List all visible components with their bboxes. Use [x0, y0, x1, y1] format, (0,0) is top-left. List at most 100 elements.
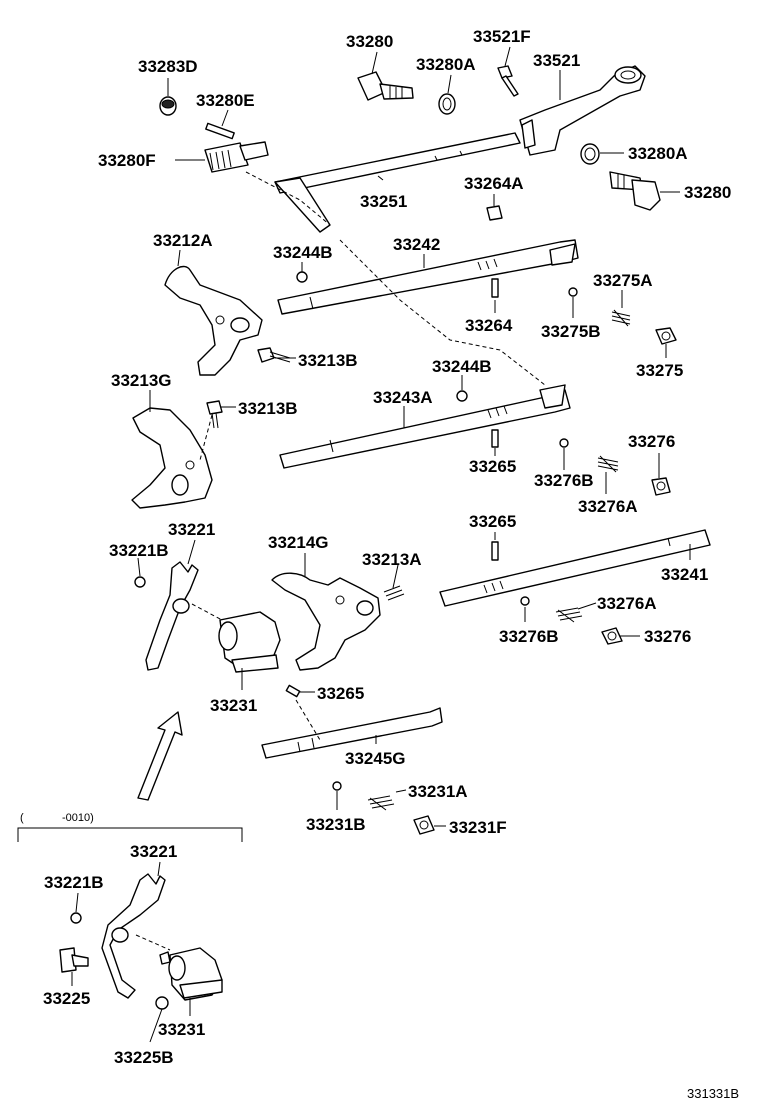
clip-33244B-top[interactable] — [296, 271, 308, 283]
label-33275B[interactable]: 33275B — [541, 322, 601, 341]
spring-33276A-low[interactable] — [555, 607, 583, 623]
clip-33221B[interactable] — [134, 576, 146, 588]
label-33213B-a[interactable]: 33213B — [298, 351, 358, 370]
label-33280F[interactable]: 33280F — [98, 151, 156, 170]
label-33251[interactable]: 33251 — [360, 192, 407, 211]
label-33221[interactable]: 33221 — [168, 520, 215, 539]
label-33264[interactable]: 33264 — [465, 316, 513, 335]
plug-33283D[interactable] — [159, 96, 177, 116]
shift-fork-shaft-33242[interactable] — [277, 239, 579, 315]
clip-33244B-mid[interactable] — [456, 390, 468, 402]
shift-fork-shaft-33245G[interactable] — [261, 707, 443, 759]
shift-fork-shaft-33241[interactable] — [439, 529, 711, 607]
washer-33280A-top[interactable] — [438, 93, 456, 115]
label-alt-33225[interactable]: 33225 — [43, 989, 90, 1008]
label-33265-c[interactable]: 33265 — [317, 684, 364, 703]
pin-33280E[interactable] — [205, 122, 235, 140]
label-33243A[interactable]: 33243A — [373, 388, 433, 407]
label-33214G[interactable]: 33214G — [268, 533, 329, 552]
shift-block-33231[interactable] — [218, 611, 281, 673]
alt-clip-33221B[interactable] — [70, 912, 82, 924]
label-alt-33221B[interactable]: 33221B — [44, 873, 104, 892]
label-33264A[interactable]: 33264A — [464, 174, 524, 193]
label-33213A[interactable]: 33213A — [362, 550, 422, 569]
plug-33276-low[interactable] — [601, 627, 623, 645]
washer-33280A-right[interactable] — [580, 143, 600, 165]
label-33212A[interactable]: 33212A — [153, 231, 213, 250]
spring-33275A[interactable] — [611, 309, 631, 327]
assembly-guide-lines — [135, 171, 546, 951]
label-alt-33225B[interactable]: 33225B — [114, 1048, 174, 1067]
shift-fork-33212A[interactable] — [164, 265, 263, 376]
label-33276B-low[interactable]: 33276B — [499, 627, 559, 646]
label-33231B[interactable]: 33231B — [306, 815, 366, 834]
shift-lever-33221[interactable] — [145, 561, 199, 671]
label-33213G[interactable]: 33213G — [111, 371, 172, 390]
label-33280A-right[interactable]: 33280A — [628, 144, 688, 163]
label-33231F[interactable]: 33231F — [449, 818, 507, 837]
pin-33264[interactable] — [491, 278, 499, 298]
ball-33231B[interactable] — [332, 781, 342, 791]
plug-33276-top[interactable] — [651, 477, 671, 496]
label-33280-right[interactable]: 33280 — [684, 183, 731, 202]
bolt-33213B-a[interactable] — [257, 347, 291, 363]
alt-pin-33225[interactable] — [59, 947, 89, 973]
label-33276B-top[interactable]: 33276B — [534, 471, 594, 490]
label-33276-low[interactable]: 33276 — [644, 627, 691, 646]
bolt-33280-top[interactable] — [357, 71, 414, 101]
label-33280-top[interactable]: 33280 — [346, 32, 393, 51]
label-33231A[interactable]: 33231A — [408, 782, 468, 801]
applicability-open-paren: ( — [20, 812, 24, 824]
shift-inner-lever-33521[interactable] — [519, 65, 646, 156]
spring-33231A[interactable] — [367, 795, 395, 811]
label-33221B[interactable]: 33221B — [109, 541, 169, 560]
label-33265-b[interactable]: 33265 — [469, 512, 516, 531]
label-33276-top[interactable]: 33276 — [628, 432, 675, 451]
label-33280E[interactable]: 33280E — [196, 91, 255, 110]
ball-33276B-low[interactable] — [520, 596, 530, 606]
label-33283D[interactable]: 33283D — [138, 57, 198, 76]
label-33231[interactable]: 33231 — [210, 696, 257, 715]
label-33244B-top[interactable]: 33244B — [273, 243, 333, 262]
label-33275A[interactable]: 33275A — [593, 271, 653, 290]
plug-33231F[interactable] — [413, 815, 435, 835]
part-labels: 33283D 33280E 33280F 33280 33280A 33521F… — [20, 27, 739, 1101]
shift-fork-33213G[interactable] — [131, 407, 213, 509]
spring-pin-33213A[interactable] — [383, 585, 405, 601]
label-alt-33221[interactable]: 33221 — [130, 842, 177, 861]
alt-shift-block-33231[interactable] — [159, 947, 223, 1001]
spring-33276A-top[interactable] — [597, 455, 619, 473]
label-33241[interactable]: 33241 — [661, 565, 708, 584]
ball-33275B[interactable] — [568, 287, 578, 297]
label-33276A-top[interactable]: 33276A — [578, 497, 638, 516]
label-33521F[interactable]: 33521F — [473, 27, 531, 46]
plug-33264A[interactable] — [486, 205, 503, 221]
bolt-33280-right[interactable] — [609, 171, 661, 211]
pin-33265-a[interactable] — [491, 429, 499, 448]
label-alt-33231[interactable]: 33231 — [158, 1020, 205, 1039]
shift-fork-shaft-33243A[interactable] — [279, 384, 571, 469]
shift-head-33280F[interactable] — [204, 141, 269, 173]
label-33521[interactable]: 33521 — [533, 51, 580, 70]
label-33276A-low[interactable]: 33276A — [597, 594, 657, 613]
leader-lines — [71, 46, 691, 1043]
label-33275[interactable]: 33275 — [636, 361, 683, 380]
label-33265-a[interactable]: 33265 — [469, 457, 516, 476]
applicability-range: -0010) — [62, 812, 94, 824]
screw-33521F[interactable] — [497, 65, 519, 97]
label-33245G[interactable]: 33245G — [345, 749, 406, 768]
label-33280A-top[interactable]: 33280A — [416, 55, 476, 74]
pin-33265-b[interactable] — [491, 541, 499, 561]
alt-shift-lever-33221[interactable] — [101, 873, 166, 999]
plug-33275[interactable] — [655, 327, 677, 345]
label-33244B-mid[interactable]: 33244B — [432, 357, 492, 376]
pin-33265-c[interactable] — [285, 684, 301, 698]
shift-lever-shaft-33251[interactable] — [274, 132, 521, 233]
bolt-33213B-b[interactable] — [206, 400, 223, 429]
label-33213B-b[interactable]: 33213B — [238, 399, 298, 418]
shift-fork-33214G[interactable] — [271, 572, 381, 671]
applicability-bracket — [17, 827, 243, 842]
ball-33276B-top[interactable] — [559, 438, 569, 448]
label-33242[interactable]: 33242 — [393, 235, 440, 254]
alt-clip-33225B[interactable] — [155, 996, 169, 1010]
